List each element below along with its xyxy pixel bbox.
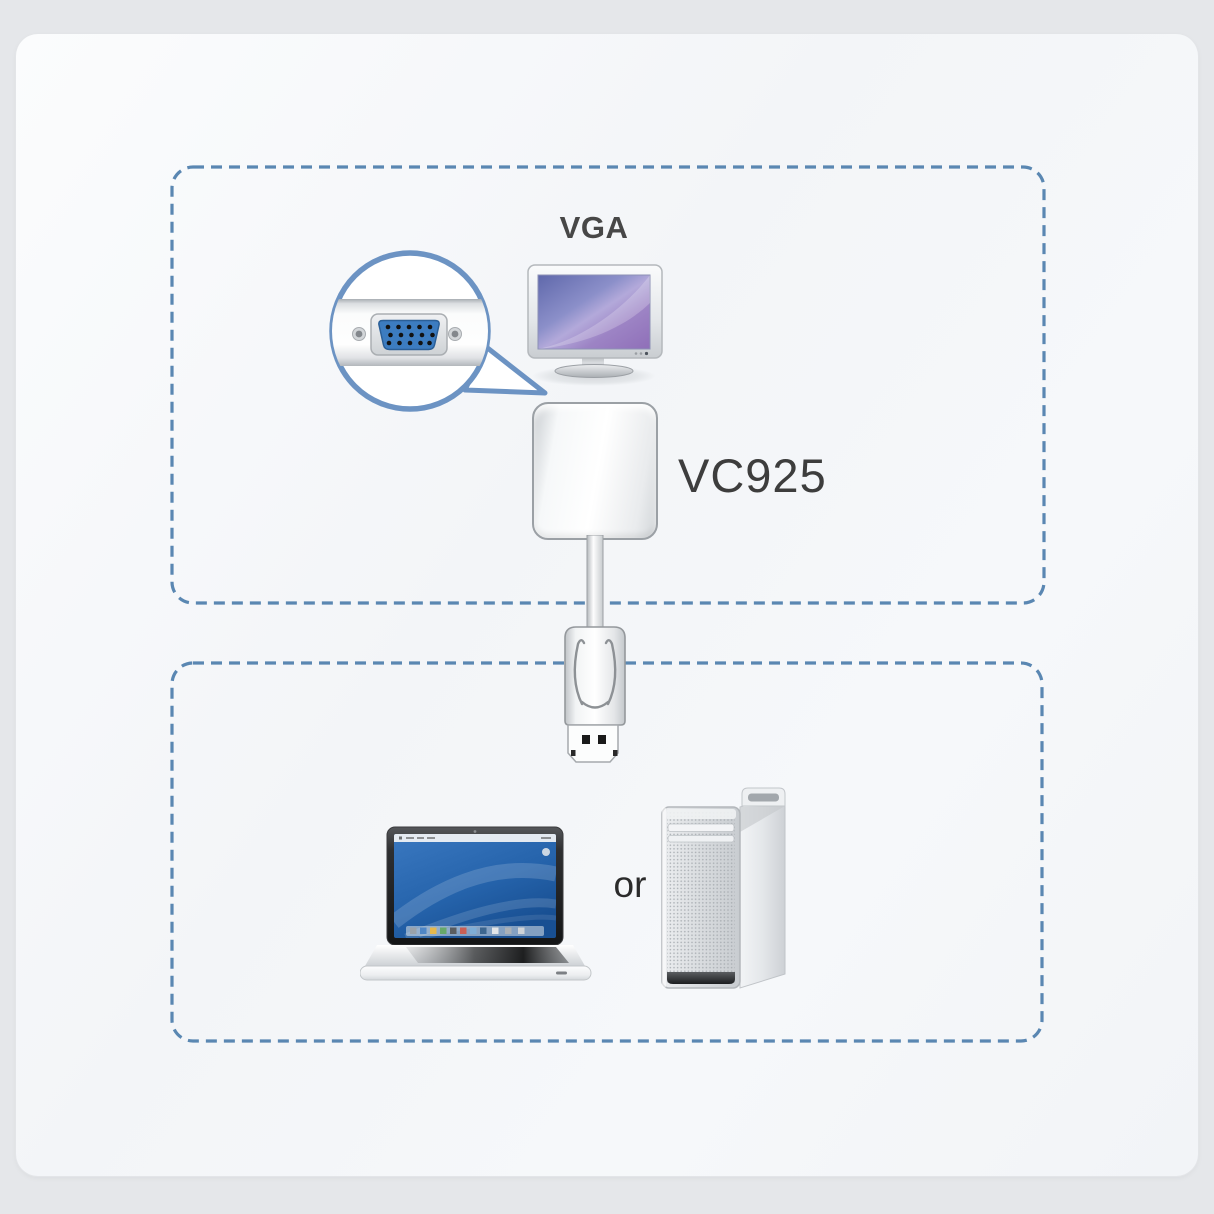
background-card [16, 34, 1198, 1176]
vga-monitor-icon [527, 264, 663, 386]
laptop-screen [394, 834, 556, 938]
laptop-icon [360, 826, 592, 981]
vga-dsub [378, 319, 440, 351]
vc925-adapter-body [532, 402, 658, 540]
or-label: or [613, 864, 647, 905]
top-dashed-border [170, 165, 1046, 605]
vga-port-icon [332, 299, 488, 366]
vga-pins [385, 324, 435, 346]
screen-glare [538, 275, 650, 349]
connector-molding-lines [573, 639, 617, 709]
displayport-plug [567, 724, 619, 763]
screw-hole-center [355, 330, 363, 338]
vga-port-magnifier-bubble [329, 250, 548, 412]
tower-handle-shadow [740, 806, 785, 832]
vga-label: VGA [559, 210, 629, 245]
top-dashed-zone [170, 165, 1046, 605]
monitor-button [639, 352, 643, 355]
model-label: VC925 [678, 449, 827, 502]
displayport-cable [564, 535, 626, 763]
laptop-keyboard [406, 947, 569, 963]
monitor-button [634, 352, 638, 355]
tower-bottom-vent [667, 972, 735, 984]
laptop-front-edge [360, 965, 592, 981]
plug-contact [598, 735, 606, 744]
tower-handle-slot [748, 793, 779, 802]
tower-drive-bay [667, 823, 735, 832]
tower-edge-highlight [662, 807, 666, 988]
cable-wire [586, 535, 604, 632]
laptop-webcam [473, 830, 477, 833]
monitor-power-led [644, 351, 649, 356]
screw-hole-center [451, 330, 459, 338]
monitor-stand-base [554, 364, 634, 378]
monitor-screen [537, 274, 651, 350]
plug-contact [582, 735, 590, 744]
plug-latch [571, 750, 576, 756]
tower-drive-bay [667, 835, 735, 843]
tower-top-bar [666, 809, 736, 819]
desktop-tower-icon [661, 787, 786, 989]
dock-icons [410, 927, 525, 934]
laptop-latch-slot [556, 971, 567, 975]
menu-bar [394, 834, 556, 842]
plug-latch [613, 750, 618, 756]
